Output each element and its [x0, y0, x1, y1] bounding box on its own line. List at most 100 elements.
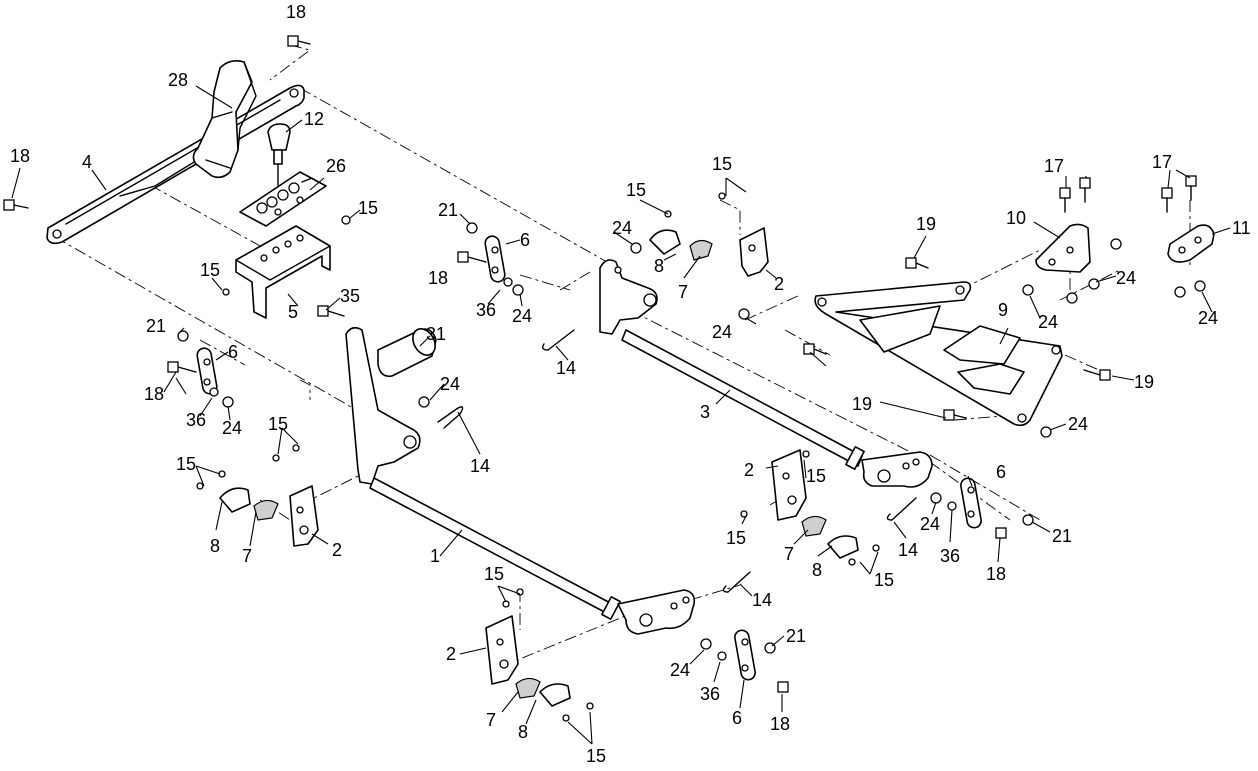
callout-36: 36 [940, 546, 960, 566]
callout-21: 21 [438, 200, 458, 220]
callout-2: 2 [446, 644, 456, 664]
callout-26: 26 [326, 156, 346, 176]
part-shifter-plate [235, 225, 331, 319]
callout-21: 21 [146, 316, 166, 336]
callout-18: 18 [428, 268, 448, 288]
callout-6: 6 [996, 462, 1006, 482]
callout-24: 24 [1068, 414, 1088, 434]
part-link-6-upper [484, 235, 506, 283]
callout-8: 8 [210, 536, 220, 556]
callout-8: 8 [654, 256, 664, 276]
callout-2: 2 [332, 540, 342, 560]
callout-6: 6 [732, 708, 742, 728]
callout-21: 21 [1052, 526, 1072, 546]
callout-24: 24 [612, 218, 632, 238]
callout-7: 7 [784, 544, 794, 564]
part-bracket-2-upper [739, 227, 769, 277]
callout-15: 15 [176, 454, 196, 474]
part-clamps-right [801, 515, 859, 559]
callout-17: 17 [1152, 152, 1172, 172]
callout-24: 24 [920, 514, 940, 534]
callout-8: 8 [518, 722, 528, 742]
part-handle-bracket [192, 60, 257, 179]
part-bracket-11 [1167, 224, 1215, 263]
part-clamps-bottom [515, 677, 571, 707]
callout-31: 31 [426, 324, 446, 344]
callout-15: 15 [712, 154, 732, 174]
callout-6: 6 [228, 342, 238, 362]
callout-15: 15 [484, 564, 504, 584]
callout-15: 15 [874, 570, 894, 590]
callout-6: 6 [520, 230, 530, 250]
part-bracket-2-right [771, 449, 807, 521]
callout-7: 7 [486, 710, 496, 730]
part-decal-plate [239, 171, 327, 227]
callout-7: 7 [242, 546, 252, 566]
hardware-nuts-washers [177, 192, 1206, 722]
callout-17: 17 [1044, 156, 1064, 176]
callout-24: 24 [512, 306, 532, 326]
part-link-6-bottom [734, 629, 756, 681]
callout-28: 28 [168, 70, 188, 90]
callout-18: 18 [144, 384, 164, 404]
callout-15: 15 [200, 260, 220, 280]
callout-labels: 18 28 12 18 4 26 15 21 6 15 15 24 8 7 2 … [10, 2, 1251, 766]
callout-15: 15 [586, 746, 606, 766]
part-pins-14 [437, 329, 917, 593]
callout-10: 10 [1006, 208, 1026, 228]
callout-24: 24 [222, 418, 242, 438]
callout-18: 18 [286, 2, 306, 22]
part-knob [267, 123, 291, 186]
callout-24: 24 [440, 374, 460, 394]
callout-7: 7 [678, 282, 688, 302]
callout-18: 18 [10, 146, 30, 166]
callout-36: 36 [700, 684, 720, 704]
callout-11: 11 [1232, 218, 1251, 238]
callout-1: 1 [430, 546, 440, 566]
callout-9: 9 [998, 300, 1008, 320]
callout-24: 24 [1198, 308, 1218, 328]
callout-12: 12 [304, 109, 324, 129]
callout-14: 14 [470, 456, 490, 476]
callout-36: 36 [476, 300, 496, 320]
callout-19: 19 [852, 394, 872, 414]
callout-19: 19 [916, 214, 936, 234]
part-deck-plate [814, 281, 1063, 427]
callout-14: 14 [752, 590, 772, 610]
callout-24: 24 [712, 322, 732, 342]
part-bracket-2-bottom [485, 615, 519, 685]
callout-35: 35 [340, 286, 360, 306]
part-bracket-2-left [289, 485, 319, 547]
hardware-bolts [3, 35, 1197, 693]
callout-15: 15 [626, 180, 646, 200]
part-lower-rod [369, 477, 696, 635]
callout-15: 15 [268, 414, 288, 434]
callout-24: 24 [1038, 312, 1058, 332]
part-upper-rod [599, 259, 933, 488]
part-clamps-left [219, 487, 279, 521]
callout-8: 8 [812, 560, 822, 580]
callout-19: 19 [1134, 372, 1154, 392]
callout-21: 21 [786, 626, 806, 646]
callout-24: 24 [670, 660, 690, 680]
callout-5: 5 [288, 302, 298, 322]
part-clamps-upper [649, 229, 713, 261]
callout-15: 15 [358, 198, 378, 218]
callout-18: 18 [770, 714, 790, 734]
callout-24: 24 [1116, 268, 1136, 288]
callout-36: 36 [186, 410, 206, 430]
part-link-6-right [960, 477, 982, 529]
part-bracket-10 [1035, 223, 1091, 273]
callout-15: 15 [806, 466, 826, 486]
callout-2: 2 [744, 460, 754, 480]
callout-4: 4 [82, 152, 92, 172]
callout-15: 15 [726, 528, 746, 548]
callout-14: 14 [556, 358, 576, 378]
leader-lines [11, 85, 1231, 745]
callout-18: 18 [986, 564, 1006, 584]
callout-3: 3 [700, 402, 710, 422]
callout-2: 2 [774, 274, 784, 294]
callout-14: 14 [898, 540, 918, 560]
